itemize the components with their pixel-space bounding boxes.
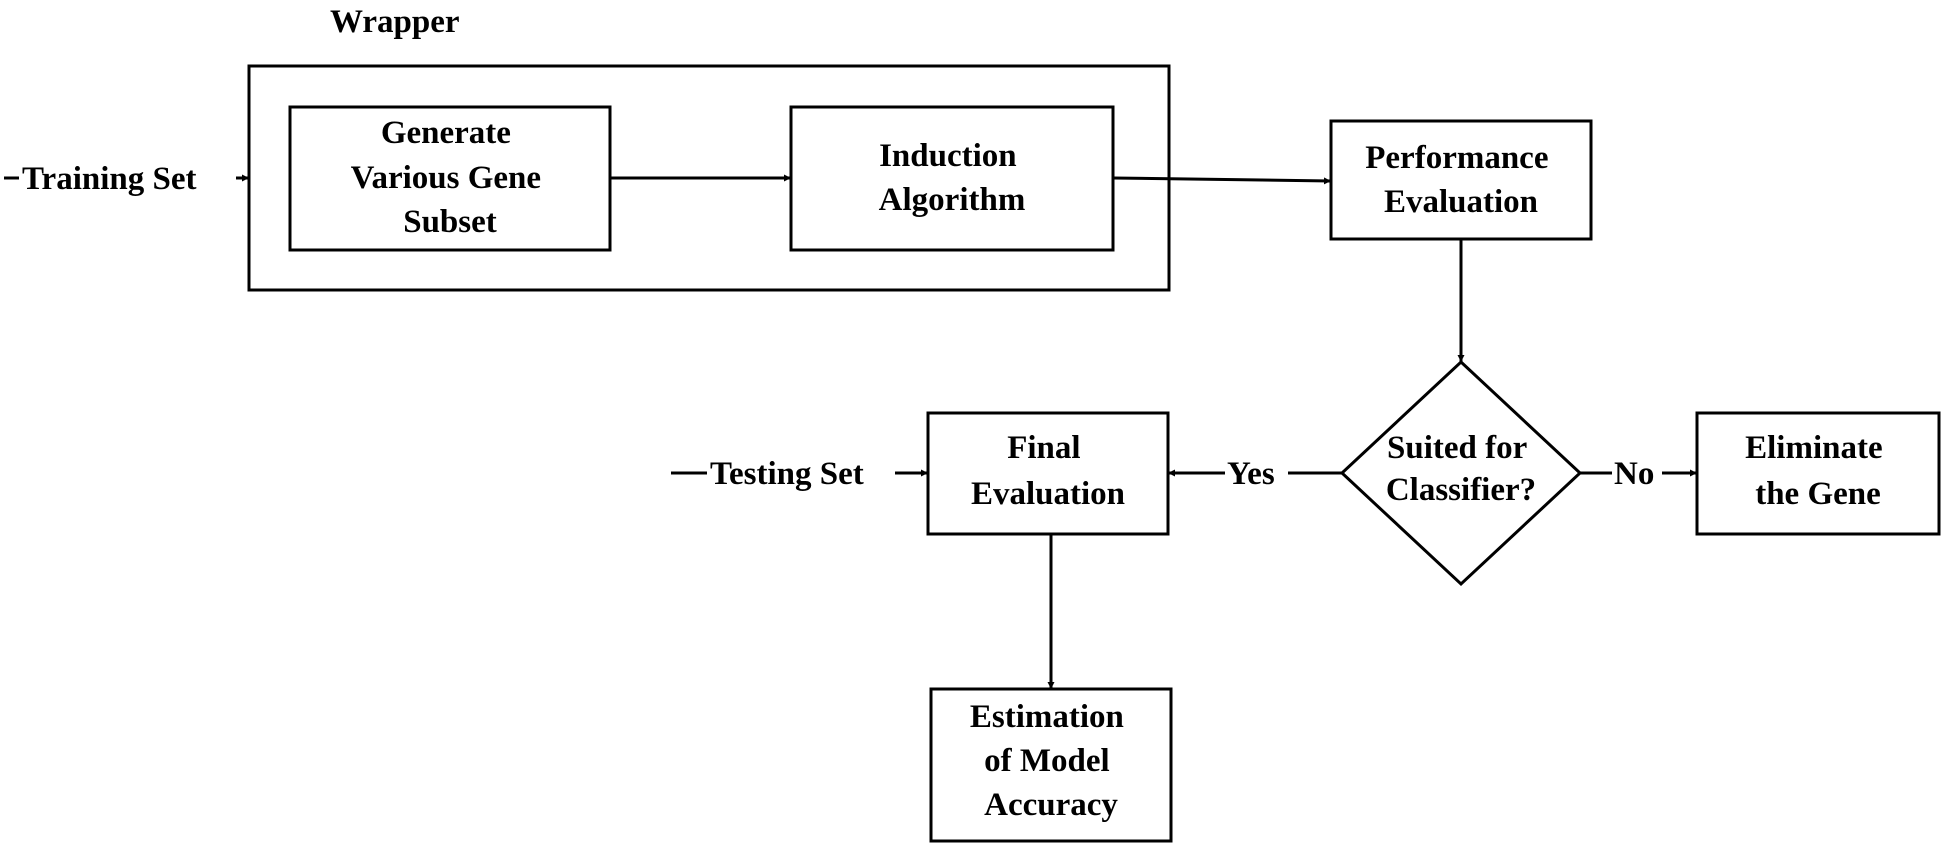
- generate-subset-label: Generate Various Gene Subset: [351, 115, 550, 240]
- training-set-label: Training Set: [22, 161, 197, 197]
- performance-evaluation-label: Performance Evaluation: [1365, 140, 1556, 220]
- estimation-accuracy-label: Estimation of Model Accuracy: [970, 699, 1132, 823]
- final-evaluation-label: Final Evaluation: [971, 430, 1125, 512]
- induction-to-performance-arrow: [1112, 176, 1332, 185]
- decision-label: Suited for Classifier?: [1386, 430, 1536, 508]
- generate-subset-box: [288, 105, 612, 252]
- eliminate-gene-box: [1695, 411, 1941, 536]
- final-evaluation-box: [926, 411, 1170, 536]
- eliminate-gene-label: Eliminate the Gene: [1745, 430, 1891, 512]
- performance-evaluation-box: [1329, 119, 1593, 241]
- induction-algorithm-label: Induction Algorithm: [879, 138, 1026, 218]
- yes-label: Yes: [1227, 456, 1275, 492]
- wrapper-title: Wrapper: [330, 4, 460, 40]
- induction-algorithm-box: [789, 105, 1115, 252]
- estimation-accuracy-box: [929, 687, 1173, 843]
- decision-diamond: [1339, 359, 1583, 587]
- testing-set-label: Testing Set: [710, 456, 864, 492]
- no-label: No: [1614, 456, 1654, 492]
